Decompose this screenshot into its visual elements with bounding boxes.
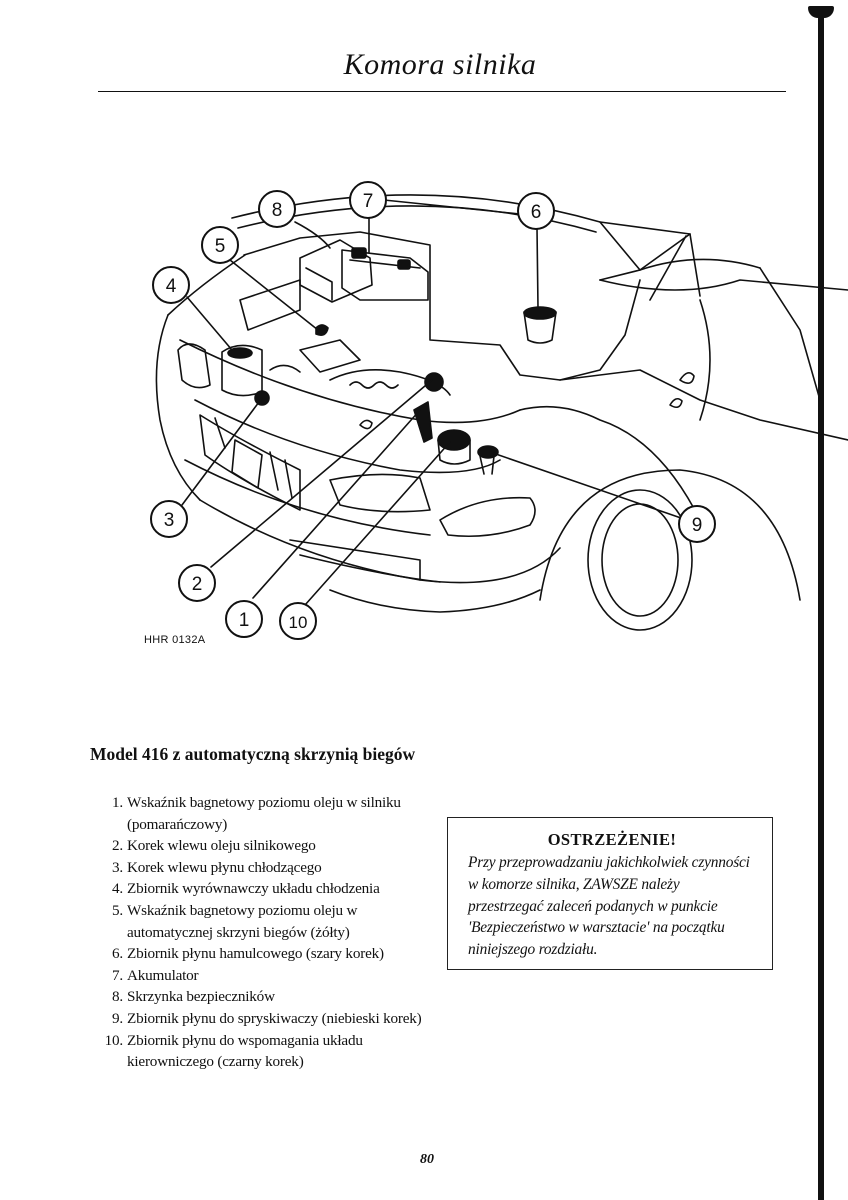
- list-item: 1.Wskaźnik bagnetowy poziomu oleju w sil…: [112, 794, 401, 833]
- callout-10: 10: [279, 602, 317, 640]
- warning-box: OSTRZEŻENIE! Przy przeprowadzaniu jakich…: [447, 817, 773, 970]
- callout-5: 5: [201, 226, 239, 264]
- page-title: Komora silnika: [343, 48, 537, 81]
- callout-9: 9: [678, 505, 716, 543]
- callout-3: 3: [150, 500, 188, 538]
- page-edge-bar: [818, 12, 824, 1200]
- list-item: 9.Zbiornik płynu do spryskiwaczy (niebie…: [112, 1009, 422, 1027]
- list-item: 2.Korek wlewu oleju silnikowego: [112, 837, 316, 855]
- callout-9-label: 9: [692, 515, 703, 536]
- list-item: 4.Zbiornik wyrównawczy układu chłodzenia: [112, 880, 380, 898]
- callout-7: 7: [349, 181, 387, 219]
- callout-5-label: 5: [215, 236, 226, 257]
- car-body-outline: [155, 194, 848, 631]
- title-rule: [98, 91, 786, 92]
- callout-6: 6: [517, 192, 555, 230]
- callout-10-label: 10: [289, 613, 308, 632]
- figure-code: HHR 0132A: [144, 634, 206, 646]
- callout-2: 2: [178, 564, 216, 602]
- list-item: 6.Zbiornik płynu hamulcowego (szary kore…: [112, 945, 384, 963]
- callout-6-label: 6: [531, 202, 542, 223]
- callout-2-label: 2: [192, 574, 203, 595]
- list-item: 3.Korek wlewu płynu chłodzącego: [112, 858, 322, 876]
- parts-list: 1.Wskaźnik bagnetowy poziomu oleju w sil…: [102, 792, 432, 1073]
- callout-1: 1: [225, 600, 263, 638]
- fuse-box-and-battery: [299, 239, 429, 303]
- fluid-reservoirs-and-caps: [221, 306, 557, 475]
- list-item: 7.Akumulator: [112, 966, 199, 984]
- list-item: 10.Zbiornik płynu do wspomagania układu …: [104, 1031, 363, 1071]
- leader-lines: [181, 199, 682, 606]
- section-heading: Model 416 z automatyczną skrzynią biegów: [90, 744, 416, 764]
- page-number: 80: [420, 1152, 434, 1167]
- callout-4: 4: [152, 266, 190, 304]
- callout-8: 8: [258, 190, 296, 228]
- callout-3-label: 3: [164, 510, 175, 531]
- list-item: 8.Skrzynka bezpieczników: [112, 988, 275, 1006]
- callout-7-label: 7: [363, 191, 374, 212]
- callout-1-label: 1: [239, 610, 250, 631]
- callout-4-label: 4: [166, 276, 177, 297]
- engine-bay-diagram: 1 2 3 4 5 6 7 8: [150, 181, 848, 640]
- warning-body: Przy przeprowadzaniu jakichkolwiek czynn…: [468, 854, 750, 959]
- warning-heading: OSTRZEŻENIE!: [547, 830, 677, 849]
- callout-8-label: 8: [272, 200, 283, 221]
- list-item: 5.Wskaźnik bagnetowy poziomu oleju w aut…: [112, 901, 358, 941]
